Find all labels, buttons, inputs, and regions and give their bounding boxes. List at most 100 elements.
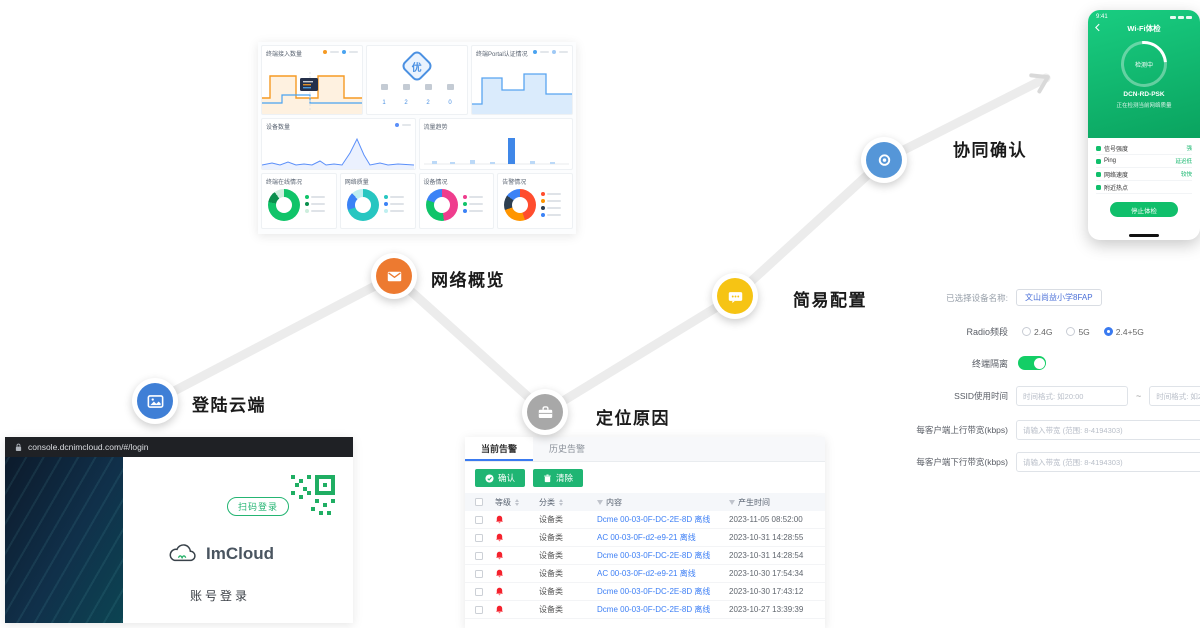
stat-item: 1 (380, 84, 388, 109)
uplink-bandwidth-input[interactable] (1016, 420, 1200, 440)
brand-text: ImCloud (206, 544, 274, 563)
panel-title: 终端Portal认证情况 (476, 52, 528, 58)
radio-band-row: Radio频段 2.4G 5G 2.4+5G (880, 325, 1144, 338)
app-header: 9:41 Wi-Fi体检 检测中 DCN-RD-PSK 正在检测当前网络质量 (1088, 10, 1200, 138)
status-icons (1170, 15, 1192, 19)
alarm-content-link[interactable]: AC 00-03-0F-d2-e9-21 离线 (597, 569, 696, 578)
image-icon (147, 394, 163, 408)
isolation-label: 终端隔离 (971, 358, 1008, 369)
row-checkbox[interactable] (475, 515, 483, 524)
stat-item: 2 (402, 84, 410, 109)
clear-button[interactable]: 清除 (533, 469, 584, 487)
panel-title: 网络质量 (344, 180, 369, 186)
donut-panel-alarm: 告警情况 (497, 173, 573, 229)
step-circle-confirm (861, 137, 907, 183)
uplink-row: 每客户端上行带宽(kbps) (880, 420, 1200, 440)
row-checkbox[interactable] (475, 551, 483, 560)
panel-title: 设备数量 (266, 125, 291, 131)
donut-panel-device: 设备情况 (418, 173, 495, 229)
alarm-actions: 确认 清除 (465, 462, 825, 493)
sort-icon[interactable] (515, 498, 519, 506)
table-header: 等级 分类 内容 产生时间 (465, 493, 825, 511)
bar-chart (423, 138, 569, 165)
table-row: 设备类 Dcme 00-03-0F-DC-2E-8D 离线 2023-11-05… (465, 511, 825, 529)
radio-icon (1066, 327, 1076, 336)
step-bubble (717, 278, 753, 314)
device-stats: 1 2 2 0 (367, 84, 467, 109)
time-end-input[interactable] (1149, 386, 1200, 406)
isolation-toggle[interactable] (1018, 356, 1046, 370)
health-badge: 优 (400, 49, 434, 83)
panel-title: 设备情况 (423, 180, 448, 186)
donut-legend (305, 195, 325, 213)
selected-device-value[interactable]: 文山尚益小学8FAP (1016, 289, 1102, 306)
chat-icon (728, 291, 742, 303)
alarm-content-link[interactable]: Dcme 00-03-0F-DC-2E-8D 离线 (597, 587, 711, 596)
url-text: console.dcnimcloud.com/#/login (28, 442, 149, 452)
line-chart (262, 137, 414, 169)
device-icon (424, 84, 432, 90)
cloud-icon (169, 544, 196, 562)
panel-title: 终端接入数量 (266, 52, 303, 58)
uplink-label: 每客户端上行带宽(kbps) (916, 425, 1008, 435)
home-indicator (1129, 234, 1159, 237)
tab-history-alarms[interactable]: 历史告警 (549, 444, 586, 454)
ssid-name: DCN-RD-PSK (1123, 91, 1165, 98)
row-checkbox[interactable] (475, 587, 483, 596)
table-row: 设备类 AC 00-03-0F-d2-e9-21 离线 2023-10-30 1… (465, 565, 825, 583)
col-level[interactable]: 等级 (495, 497, 511, 507)
table-row: 设备类 Dcme 00-03-0F-DC-2E-8D 离线 2023-10-27… (465, 601, 825, 619)
back-icon[interactable] (1095, 23, 1100, 34)
health-panel: 优 1 2 2 0 (366, 45, 468, 115)
alarm-content-link[interactable]: Dcme 00-03-0F-DC-2E-8D 离线 (597, 515, 711, 524)
wifi-check-app-screenshot: 9:41 Wi-Fi体检 检测中 DCN-RD-PSK 正在检测当前网络质量 信… (1088, 10, 1200, 240)
donut-panel-terminal: 终端在线情况 (261, 173, 337, 229)
chart-legend (533, 50, 568, 54)
filter-icon[interactable] (729, 499, 735, 505)
list-item[interactable]: 附近热点 (1096, 181, 1192, 194)
list-item[interactable]: 信号强度 强 (1096, 142, 1192, 155)
sort-icon[interactable] (559, 498, 563, 506)
alarm-content-link[interactable]: Dcme 00-03-0F-DC-2E-8D 离线 (597, 605, 711, 614)
panel-title: 流量趋势 (423, 125, 448, 131)
scan-login-button[interactable]: 扫码登录 (227, 497, 290, 516)
row-checkbox[interactable] (475, 533, 483, 542)
tab-current-alarms[interactable]: 当前告警 (465, 437, 534, 461)
tilde-separator: ~ (1136, 391, 1142, 401)
network-overview-screenshot: 终端接入数量 优 1 2 (258, 42, 576, 234)
portal-auth-panel: 终端Portal认证情况 (471, 45, 573, 115)
terminal-access-panel: 终端接入数量 (261, 45, 363, 115)
speed-icon (1096, 171, 1101, 177)
health-value: 优 (412, 62, 422, 74)
app-title: Wi-Fi体检 (1127, 24, 1161, 33)
confirm-button[interactable]: 确认 (475, 469, 526, 487)
donut-chart (268, 189, 300, 221)
step-bubble (866, 142, 902, 178)
wireless-config-screenshot: 已选择设备名称: 文山尚益小学8FAP Radio频段 2.4G 5G 2.4+… (880, 283, 1200, 483)
radio-option-24-5g[interactable]: 2.4+5G (1103, 327, 1144, 337)
table-row: 设备类 Dcme 00-03-0F-DC-2E-8D 离线 2023-10-31… (465, 547, 825, 565)
radio-option-5g[interactable]: 5G (1066, 327, 1090, 337)
downlink-row: 每客户端下行带宽(kbps) (880, 452, 1200, 472)
selected-device-label: 已选择设备名称: (946, 292, 1008, 303)
radio-option-24g[interactable]: 2.4G (1022, 327, 1052, 337)
qr-code-icon[interactable] (291, 475, 335, 519)
time-start-input[interactable] (1016, 386, 1128, 406)
alarm-content-link[interactable]: Dcme 00-03-0F-DC-2E-8D 离线 (597, 551, 711, 560)
select-all-checkbox[interactable] (475, 498, 483, 506)
list-item[interactable]: 网络速度 较快 (1096, 168, 1192, 181)
list-item[interactable]: Ping 延迟低 (1096, 155, 1192, 168)
stop-check-button[interactable]: 停止体检 (1110, 202, 1178, 217)
donut-chart (425, 189, 458, 221)
filter-icon[interactable] (597, 499, 603, 505)
browser-address-bar[interactable]: console.dcnimcloud.com/#/login (5, 437, 353, 457)
row-checkbox[interactable] (475, 569, 483, 578)
row-checkbox[interactable] (475, 605, 483, 614)
gauge-text: 检测中 (1134, 62, 1153, 69)
alarm-content-link[interactable]: AC 00-03-0F-d2-e9-21 离线 (597, 533, 696, 542)
downlink-bandwidth-input[interactable] (1016, 452, 1200, 472)
location-icon (878, 153, 890, 166)
step-label-overview: 网络概览 (431, 271, 505, 290)
donut-chart (504, 189, 537, 221)
col-category[interactable]: 分类 (539, 497, 555, 507)
